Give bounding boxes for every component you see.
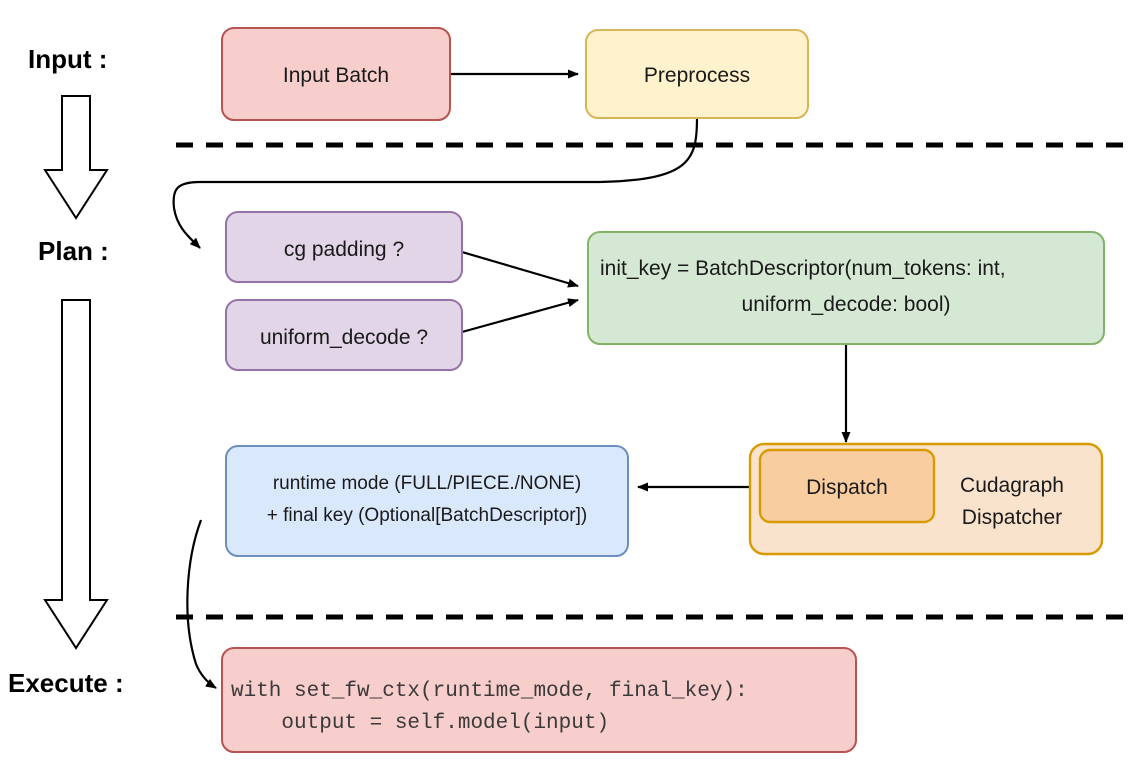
node-cg-padding-box[interactable]	[225, 211, 463, 283]
stage-label-input: Input :	[28, 44, 107, 74]
node-runtime-mode[interactable]: runtime mode (FULL/PIECE./NONE) + final …	[225, 445, 629, 557]
stage-label-plan: Plan :	[38, 236, 109, 266]
node-execute-code[interactable]: with set_fw_ctx(runtime_mode, final_key)…	[221, 647, 857, 753]
section-dividers	[176, 142, 1126, 620]
node-input-batch-label: Input Batch	[283, 64, 389, 87]
node-init-key-box[interactable]	[587, 231, 1105, 345]
node-init-key-line-2: uniform_decode: bool)	[742, 293, 951, 316]
node-execute-code-line-1: with set_fw_ctx(runtime_mode, final_key)…	[231, 680, 748, 703]
node-cg-padding[interactable]: cg padding ?	[225, 211, 463, 283]
node-dispatch-box[interactable]	[758, 448, 936, 524]
node-input-batch-box[interactable]	[221, 27, 451, 121]
node-uniform-decode-label: uniform_decode ?	[260, 326, 428, 349]
node-execute-code-line-2: output = self.model(input)	[231, 712, 609, 735]
node-cudagraph-dispatcher-line-2: Dispatcher	[962, 506, 1062, 529]
node-init-key-line-1: init_key = BatchDescriptor(num_tokens: i…	[600, 257, 1006, 280]
node-preprocess-box[interactable]	[585, 29, 809, 119]
node-uniform-decode-box[interactable]	[225, 299, 463, 371]
block-arrow-plan-to-execute	[43, 299, 109, 650]
node-runtime-mode-line-2: + final key (Optional[BatchDescriptor])	[267, 505, 588, 526]
node-cudagraph-dispatcher-line-1: Cudagraph	[960, 474, 1064, 497]
node-runtime-mode-box[interactable]	[225, 445, 629, 557]
edge-uniform-decode-to-init-key	[461, 298, 579, 334]
node-uniform-decode[interactable]: uniform_decode ?	[225, 299, 463, 371]
node-init-key[interactable]: init_key = BatchDescriptor(num_tokens: i…	[587, 231, 1105, 345]
block-arrow-input-to-plan	[43, 95, 109, 220]
stage-labels: Input : Plan : Execute :	[8, 44, 124, 698]
edge-cg-padding-to-init-key	[461, 250, 579, 288]
node-dispatch[interactable]: Dispatch	[758, 448, 936, 524]
edges	[172, 69, 851, 689]
stage-label-execute: Execute :	[8, 668, 124, 698]
edge-preprocess-to-cg-padding	[172, 117, 699, 249]
node-execute-code-box[interactable]	[221, 647, 857, 753]
node-dispatch-label: Dispatch	[806, 476, 888, 499]
node-runtime-mode-line-1: runtime mode (FULL/PIECE./NONE)	[273, 473, 581, 494]
node-preprocess[interactable]: Preprocess	[585, 29, 809, 119]
node-cg-padding-label: cg padding ?	[284, 238, 404, 261]
edge-runtime-mode-to-execute	[186, 519, 217, 689]
node-preprocess-label: Preprocess	[644, 64, 750, 87]
node-input-batch[interactable]: Input Batch	[221, 27, 451, 121]
